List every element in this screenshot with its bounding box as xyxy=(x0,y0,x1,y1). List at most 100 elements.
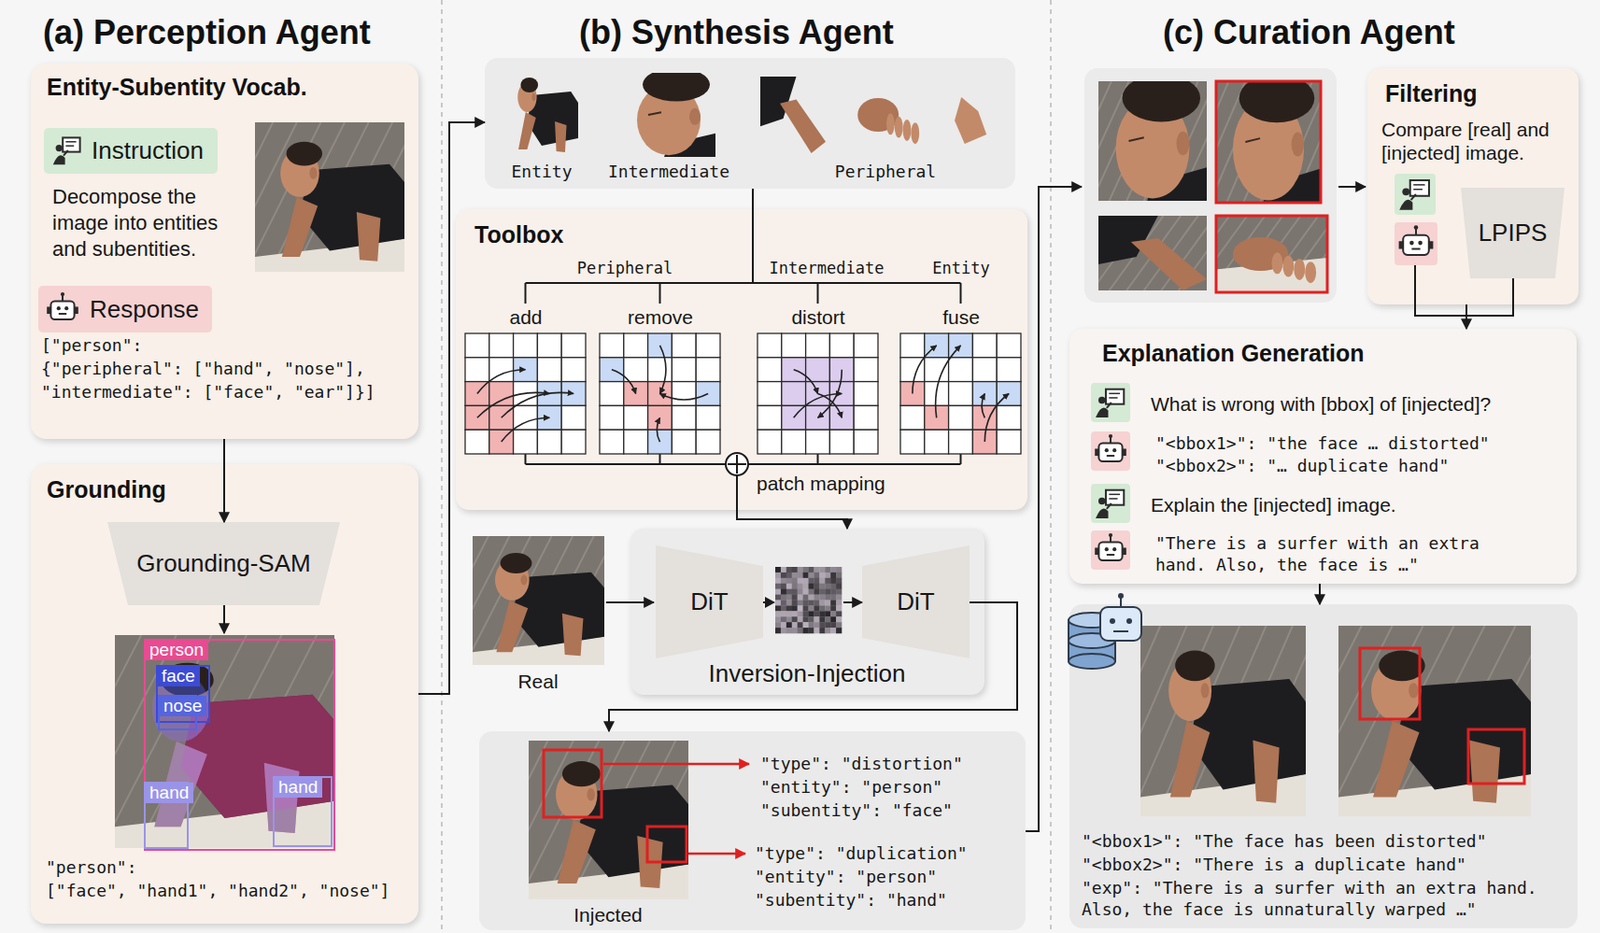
line xyxy=(736,475,738,510)
panel-box: Grounding"person":["face", "hand1", "han… xyxy=(30,464,419,924)
noise-pixel xyxy=(780,605,787,611)
rect-shape xyxy=(1090,382,1131,423)
patch-arrow xyxy=(818,394,843,419)
rect-shape xyxy=(757,357,782,383)
noise-pixel xyxy=(775,566,781,573)
rect-shape xyxy=(1402,235,1430,255)
rect-shape xyxy=(671,429,696,454)
noise-pixel xyxy=(813,583,820,590)
mask-tag: hand xyxy=(273,777,323,798)
code-line: "exp": "There is a surfer with an extra … xyxy=(1081,877,1572,921)
rect-shape xyxy=(757,382,782,407)
hair xyxy=(500,552,533,574)
code-line: "There is a surfer with an extra hand. A… xyxy=(1155,532,1494,576)
text-holder: "<bbox2>": "… duplicate hand" xyxy=(1155,454,1449,477)
noise-pixel xyxy=(775,600,781,607)
rect-shape xyxy=(1216,81,1321,203)
noise-pixel xyxy=(786,578,793,584)
photo xyxy=(954,97,987,144)
noise-pixel xyxy=(775,583,781,590)
text-holder: (a) Perception Agent xyxy=(42,13,371,53)
arm xyxy=(356,212,382,262)
rect-shape xyxy=(695,333,721,358)
code-line: Intermediate xyxy=(769,258,885,279)
rect-shape xyxy=(695,429,721,454)
rect-shape xyxy=(695,405,721,430)
hair xyxy=(1175,651,1215,682)
code-line: Peripheral xyxy=(835,160,936,183)
text-holder: Explanation Generation xyxy=(1102,339,1365,368)
rect-shape xyxy=(599,382,624,407)
patch-arrow xyxy=(981,394,985,419)
noise-pixel xyxy=(803,578,809,584)
crop-box: EntityIntermediatePeripheral xyxy=(484,57,1016,189)
rect-shape xyxy=(806,357,831,383)
rect-shape xyxy=(1094,547,1099,555)
arm xyxy=(562,613,584,657)
text-holder: "subentity": "hand" xyxy=(754,889,948,911)
trapezoid-outline xyxy=(655,545,764,659)
eye xyxy=(648,112,662,115)
noise-pixel xyxy=(813,589,820,595)
rect-shape xyxy=(647,826,687,863)
noise-pixel xyxy=(803,610,809,617)
antenna-tip xyxy=(1108,533,1113,538)
rect-shape xyxy=(1468,729,1525,784)
rect-shape xyxy=(972,333,997,358)
noise-pixel xyxy=(808,622,815,628)
rect-shape xyxy=(561,357,586,383)
noise-pixel xyxy=(780,616,787,623)
rect-shape xyxy=(599,405,624,430)
noise-pixel xyxy=(835,610,842,617)
box-heading: Explanation Generation xyxy=(1102,339,1365,368)
rect-shape xyxy=(599,429,624,454)
noise-pixel xyxy=(792,589,798,595)
noise-pixel xyxy=(813,627,820,634)
line xyxy=(58,312,67,315)
robot-eye xyxy=(64,306,69,311)
line xyxy=(1119,597,1122,608)
nose xyxy=(954,97,987,144)
line xyxy=(65,141,76,143)
arm xyxy=(282,197,318,257)
instruction-icon xyxy=(1090,382,1131,423)
arm xyxy=(495,600,528,652)
connector-arrow xyxy=(763,601,863,604)
text-holder: "<bbox1>": "the face … distorted" xyxy=(1155,432,1490,454)
text-holder: person xyxy=(144,639,209,661)
person-body xyxy=(1399,199,1413,211)
text-holder: patch mapping xyxy=(756,471,886,496)
rect-shape xyxy=(757,429,782,454)
rect-shape xyxy=(50,301,74,320)
robot-eye xyxy=(1409,240,1415,246)
code-line: "type": "duplication" xyxy=(754,842,968,864)
rect-shape xyxy=(1098,542,1122,561)
line xyxy=(1106,553,1115,556)
code-line: "<bbox2>": "There is a duplicate hand" xyxy=(1081,853,1467,876)
ear xyxy=(1408,682,1418,698)
noise-pixel xyxy=(824,627,831,634)
rect-shape xyxy=(465,333,490,358)
photo xyxy=(637,72,716,157)
text-holder: Decompose the image into entities and su… xyxy=(52,184,253,263)
noise-pixel xyxy=(819,605,825,611)
code-line: "subentity": "face" xyxy=(760,799,953,822)
noise-pixel xyxy=(835,566,842,573)
text-holder: face xyxy=(156,665,200,687)
noise-pixel xyxy=(808,583,815,590)
noise-pixel xyxy=(808,600,815,607)
photo xyxy=(472,536,605,666)
rect-shape xyxy=(853,333,878,358)
label-text: Compare [real] and [injected] image. xyxy=(1381,117,1573,165)
photo xyxy=(254,122,405,272)
noise-pixel xyxy=(813,610,820,617)
connector-arrow xyxy=(223,438,226,523)
photo xyxy=(1098,215,1207,291)
rect-shape xyxy=(829,333,854,358)
robot-eye xyxy=(56,306,61,311)
box-heading: Toolbox xyxy=(474,220,564,249)
noise-pixel xyxy=(835,572,842,579)
noise-pixel xyxy=(819,572,825,579)
line xyxy=(65,144,74,147)
